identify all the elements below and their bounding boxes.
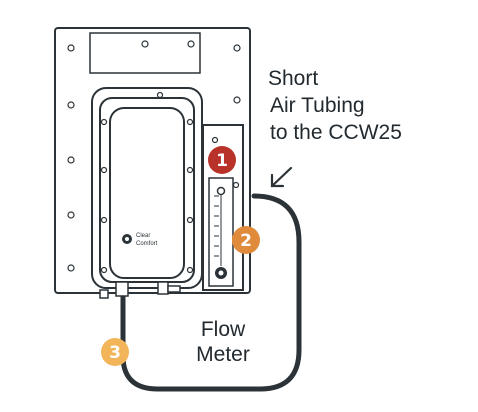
callout-line-3: to the CCW25 — [270, 121, 402, 144]
brand-label-line2: Comfort — [136, 241, 158, 247]
callout-line-2: Air Tubing — [270, 94, 365, 117]
badge-1-circle — [208, 146, 236, 174]
brand-logo-icon — [122, 234, 132, 244]
bottom-fittings — [99, 281, 181, 299]
brand-label-line1: Clear — [136, 233, 150, 239]
badge-1-number: 1 — [216, 151, 228, 171]
flow-label-line-2: Meter — [196, 343, 250, 366]
air-tubing — [120, 193, 302, 392]
badge-2-number: 2 — [240, 231, 252, 251]
badge-3: 3 — [101, 338, 129, 366]
badge-3-circle — [101, 338, 129, 366]
badge-3-number: 3 — [109, 343, 121, 363]
arrow-icon — [270, 166, 293, 188]
screw-icon — [67, 40, 241, 274]
badge-2-circle — [232, 226, 260, 254]
callout-line-1: Short — [268, 67, 318, 90]
badge-2: 2 — [232, 226, 260, 254]
flow-label-line-1: Flow — [201, 318, 246, 341]
filter-unit: Clear Comfort — [91, 87, 203, 299]
badge-1: 1 — [208, 146, 236, 174]
